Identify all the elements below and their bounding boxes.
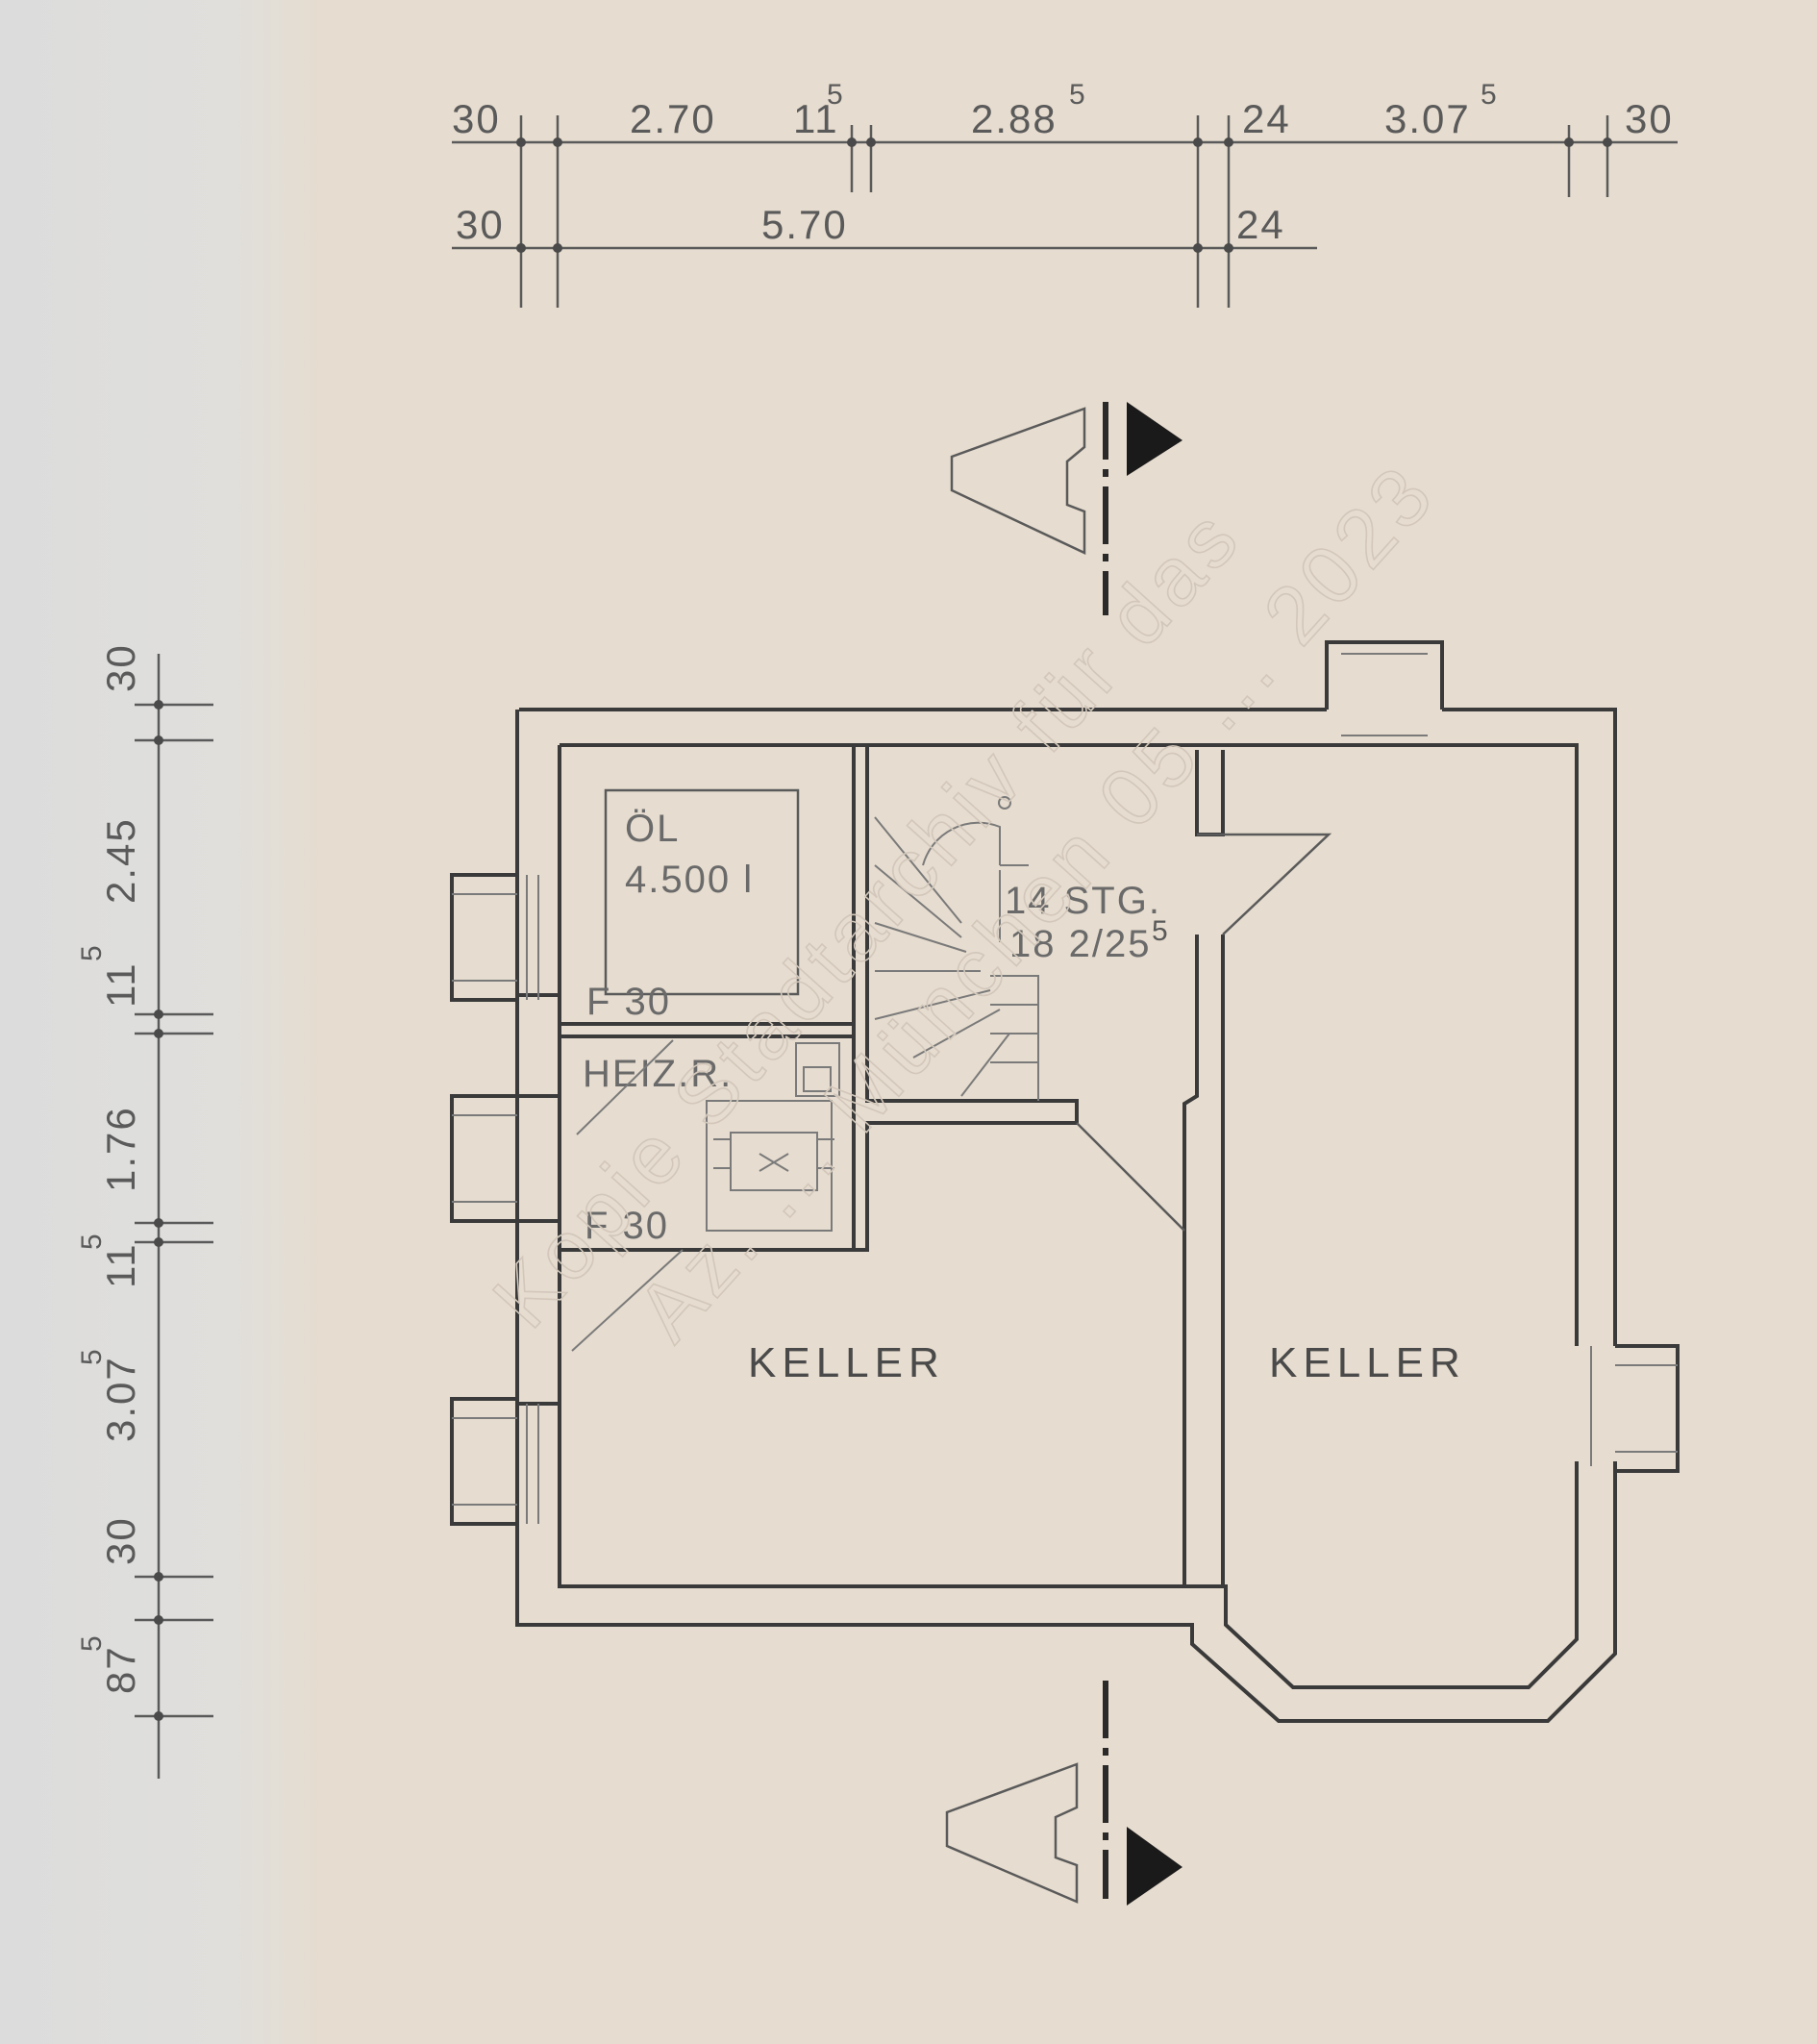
room-label-cellar-right: KELLER bbox=[1269, 1339, 1466, 1386]
left-dimension-chain: 30 2.45 11 5 1.76 11 5 3.07 5 30 87 5 bbox=[76, 643, 213, 1779]
windows bbox=[452, 653, 1678, 1524]
section-marker-top bbox=[950, 402, 1182, 615]
staircase: 14 STG. 18 2/25 5 bbox=[874, 796, 1168, 1101]
dim-left-3: 11 bbox=[98, 961, 143, 1008]
dim-top-3: 11 bbox=[793, 96, 839, 141]
dim-left-2: 2.45 bbox=[98, 817, 143, 904]
dim-left-1: 30 bbox=[98, 643, 143, 692]
boiler-room: F 30 HEIZ.R. F 30 bbox=[571, 981, 840, 1352]
dim-left-8: 87 bbox=[98, 1645, 143, 1694]
dim-left-8-sup: 5 bbox=[76, 1635, 108, 1652]
dim-left-5: 11 bbox=[98, 1242, 143, 1288]
dim-left-5-sup: 5 bbox=[76, 1234, 108, 1250]
fire-door-label-1: F 30 bbox=[586, 981, 671, 1023]
dim-top-1: 30 bbox=[452, 96, 501, 141]
stairs-ratio-label: 18 2/25 bbox=[1009, 923, 1151, 965]
stairs-ratio-sup: 5 bbox=[1152, 915, 1168, 947]
dim-top-3-sup: 5 bbox=[827, 79, 843, 111]
top-dimension-chain: 30 2.70 11 5 2.88 5 24 3.07 5 30 30 5.70… bbox=[452, 79, 1678, 308]
dim-top-row2-3: 24 bbox=[1236, 202, 1285, 247]
stairs-steps-label: 14 STG. bbox=[1005, 880, 1161, 922]
left-margin-strip bbox=[0, 0, 327, 2044]
oil-tank-label: ÖL bbox=[625, 808, 680, 850]
dim-left-6: 3.07 bbox=[98, 1356, 143, 1442]
archive-watermark: Kopie Stadtarchiv für das Az. ... Münche… bbox=[475, 445, 1455, 1359]
dim-left-7: 30 bbox=[98, 1516, 143, 1565]
oil-tank-volume: 4.500 l bbox=[625, 859, 754, 901]
watermark-line-2: Az. ... München 05 ... 2023 bbox=[619, 446, 1454, 1358]
dim-left-3-sup: 5 bbox=[76, 945, 108, 961]
dim-top-row2-2: 5.70 bbox=[761, 202, 848, 247]
dim-left-6-sup: 5 bbox=[76, 1349, 108, 1365]
dim-top-4-sup: 5 bbox=[1069, 79, 1085, 111]
dim-top-7: 30 bbox=[1625, 96, 1674, 141]
dim-top-6-sup: 5 bbox=[1481, 79, 1497, 111]
section-marker-bottom bbox=[945, 1681, 1182, 1906]
dim-left-4: 1.76 bbox=[98, 1106, 143, 1192]
dim-top-row2-1: 30 bbox=[456, 202, 505, 247]
fire-door-label-2: F 30 bbox=[585, 1205, 669, 1247]
boiler-room-label: HEIZ.R. bbox=[583, 1053, 733, 1095]
exterior-walls bbox=[450, 640, 1680, 1723]
dim-top-4: 2.88 bbox=[971, 96, 1058, 141]
interior-walls bbox=[560, 745, 1332, 1586]
dim-top-2: 2.70 bbox=[630, 96, 716, 141]
oil-tank: ÖL 4.500 l bbox=[604, 788, 800, 996]
dim-top-6: 3.07 bbox=[1384, 96, 1471, 141]
room-label-cellar-left: KELLER bbox=[748, 1339, 945, 1386]
dim-top-5: 24 bbox=[1242, 96, 1291, 141]
